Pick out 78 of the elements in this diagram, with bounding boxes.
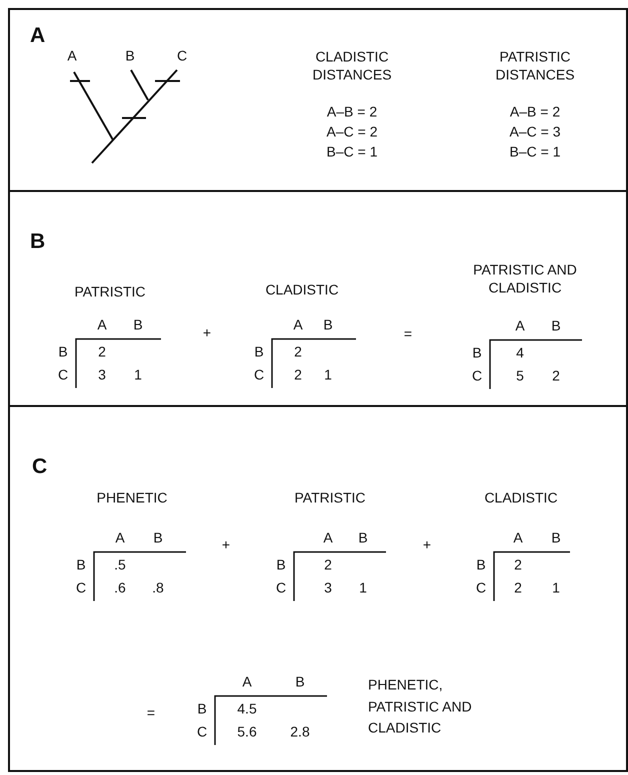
distance-value: 3 xyxy=(98,366,106,384)
column-header: A xyxy=(115,529,125,547)
column-header: A xyxy=(513,529,523,547)
column-header: A xyxy=(97,316,107,334)
matrix-title: PHENETIC, PATRISTIC AND CLADISTIC xyxy=(368,675,473,738)
equals-sign: = xyxy=(404,325,412,343)
distance-value: 1 xyxy=(324,366,332,384)
column-header: B xyxy=(323,316,333,334)
distance-equation: A–B = 2 xyxy=(510,103,560,121)
distance-value: 1 xyxy=(134,366,142,384)
distance-value: .6 xyxy=(114,579,126,597)
tip-label: B xyxy=(125,47,135,65)
distance-value: 2 xyxy=(294,343,302,361)
matrix-title: PATRISTIC xyxy=(294,489,366,507)
matrix-title: PATRISTIC xyxy=(74,283,146,301)
matrix-title: PHENETIC xyxy=(96,489,168,507)
distance-value: 2 xyxy=(324,556,332,574)
column-header: A xyxy=(293,316,303,334)
plus-sign: + xyxy=(422,536,432,554)
distance-value: 5 xyxy=(516,367,524,385)
panel-frame xyxy=(8,190,628,407)
distance-value: 4.5 xyxy=(237,700,257,718)
matrix-title: CLADISTIC xyxy=(484,489,558,507)
column-header: B xyxy=(551,317,561,335)
panel-frame xyxy=(8,8,628,192)
distance-equation: B–C = 1 xyxy=(510,143,560,161)
distance-value: 2 xyxy=(552,367,560,385)
matrix-title: CLADISTIC xyxy=(265,281,339,299)
distance-value: 2 xyxy=(294,366,302,384)
distance-value: 2 xyxy=(514,579,522,597)
column-header: B xyxy=(153,529,163,547)
distance-value: 1 xyxy=(552,579,560,597)
distance-value: 2.8 xyxy=(290,723,310,741)
equals-sign: = xyxy=(146,704,156,722)
row-header: B xyxy=(197,700,207,718)
row-header: C xyxy=(196,723,208,741)
distance-equation: B–C = 1 xyxy=(326,143,378,161)
distance-equation: A–C = 3 xyxy=(510,123,560,141)
row-header: B xyxy=(58,343,68,361)
column-header: A xyxy=(242,673,252,691)
distance-value: 3 xyxy=(324,579,332,597)
distance-value: .5 xyxy=(114,556,126,574)
row-header: B xyxy=(76,556,86,574)
distance-value: .8 xyxy=(152,579,164,597)
distance-equation: A–C = 2 xyxy=(326,123,378,141)
column-header: B xyxy=(295,673,305,691)
row-header: C xyxy=(76,579,86,597)
row-header: B xyxy=(254,343,264,361)
row-header: B xyxy=(472,344,482,362)
row-header: C xyxy=(254,366,264,384)
panel-frame xyxy=(8,405,628,772)
panel-letter: B xyxy=(30,230,46,254)
panel-letter: A xyxy=(30,24,46,48)
row-header: B xyxy=(476,556,486,574)
column-header: B xyxy=(358,529,368,547)
row-header: C xyxy=(476,579,486,597)
distance-value: 2 xyxy=(514,556,522,574)
column-title: CLADISTIC DISTANCES xyxy=(311,48,393,84)
distance-value: 5.6 xyxy=(237,723,257,741)
row-header: C xyxy=(472,367,482,385)
row-header: C xyxy=(58,366,68,384)
column-header: A xyxy=(323,529,333,547)
plus-sign: + xyxy=(202,324,212,342)
panel-letter: C xyxy=(32,455,48,479)
row-header: B xyxy=(276,556,286,574)
distance-value: 4 xyxy=(516,344,524,362)
row-header: C xyxy=(276,579,286,597)
column-header: B xyxy=(133,316,143,334)
distance-value: 1 xyxy=(359,579,367,597)
tip-label: C xyxy=(176,47,188,65)
column-header: B xyxy=(551,529,561,547)
column-header: A xyxy=(515,317,525,335)
plus-sign: + xyxy=(222,536,230,554)
tip-label: A xyxy=(67,47,77,65)
distance-value: 2 xyxy=(98,343,106,361)
distance-equation: A–B = 2 xyxy=(326,103,378,121)
column-title: PATRISTIC DISTANCES xyxy=(494,48,576,84)
matrix-title: PATRISTIC AND CLADISTIC xyxy=(472,262,578,296)
